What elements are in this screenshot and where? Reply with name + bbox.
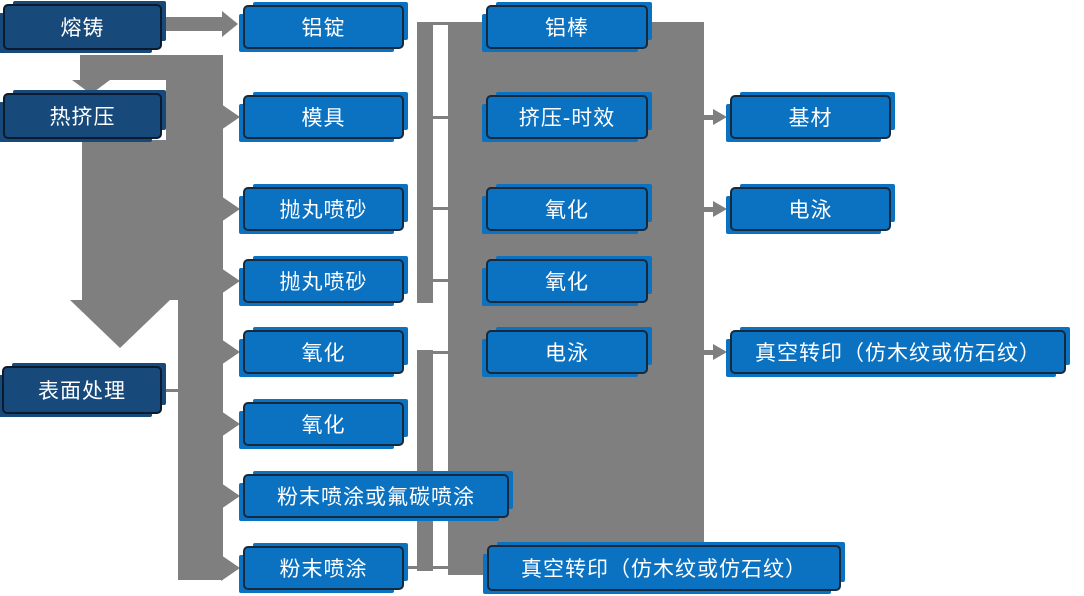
node-label: 铝锭 (301, 16, 346, 40)
tie-line-surface-treatment (162, 389, 178, 392)
arrowhead-to-hot-extrusion (72, 80, 110, 94)
node-oxidation-c2-1: 氧化 (243, 330, 404, 374)
node-label: 真空转印（仿木纹或仿石纹） (755, 341, 1041, 365)
node-electrophoresis-c4: 电泳 (730, 187, 891, 231)
node-label: 铝棒 (545, 16, 589, 40)
tie-line-row1 (433, 22, 448, 25)
node-powder-or-fluorocarbon: 粉末喷涂或氟碳喷涂 (243, 474, 509, 518)
node-oxidation-c3-1: 氧化 (486, 187, 648, 231)
arrowhead-to-oxidation-c2-1 (221, 339, 240, 365)
node-label: 粉末喷涂或氟碳喷涂 (277, 485, 475, 509)
arrowhead-to-shot-blast-1 (221, 196, 240, 222)
node-aluminum-rod: 铝棒 (486, 5, 648, 49)
node-label: 模具 (301, 106, 346, 130)
node-label: 粉末喷涂 (279, 557, 368, 581)
node-label: 电泳 (788, 198, 833, 222)
arrowhead-to-base-material (713, 109, 727, 125)
node-label: 氧化 (301, 341, 346, 365)
arrowhead-to-powder-coating (221, 555, 240, 581)
node-powder-coating: 粉末喷涂 (243, 546, 404, 590)
node-label: 真空转印（仿木纹或仿石纹） (521, 557, 807, 581)
node-vacuum-transfer-right: 真空转印（仿木纹或仿石纹） (730, 330, 1066, 374)
node-label: 熔铸 (60, 16, 105, 40)
arrowhead-to-oxidation-c2-2 (221, 411, 240, 437)
node-oxidation-c2-2: 氧化 (243, 402, 404, 446)
node-aluminum-ingot: 铝锭 (243, 5, 404, 49)
node-shot-blast-2: 抛丸喷砂 (243, 259, 404, 303)
vertical-band-left (82, 140, 166, 300)
node-shot-blast-1: 抛丸喷砂 (243, 187, 404, 231)
arrowhead-to-mold (221, 104, 240, 130)
node-mold: 模具 (243, 95, 404, 139)
arrow-shaft-to-vacuum-transfer-right (704, 350, 713, 355)
node-label: 氧化 (301, 413, 346, 437)
tie-line-row4 (433, 279, 448, 282)
node-label: 热挤压 (49, 105, 116, 129)
vertical-band-lower (178, 300, 223, 580)
tie-line-row5 (433, 351, 448, 354)
node-melting-casting: 熔铸 (3, 4, 162, 50)
arrowhead-to-vacuum-transfer-right (713, 344, 727, 360)
tie-line-row8 (405, 566, 448, 569)
arrowhead-to-surface-treatment (70, 300, 170, 348)
arrowhead-to-shot-blast-2 (221, 268, 240, 294)
arrow-band-melting-to-ingot (150, 17, 222, 31)
tie-line-row2 (433, 116, 448, 119)
strip-lower (417, 350, 433, 571)
arrowhead-to-aluminum-ingot (222, 11, 238, 37)
node-label: 电泳 (545, 341, 589, 365)
node-label: 氧化 (545, 270, 589, 294)
strip-upper (417, 22, 433, 303)
vertical-band-main (166, 55, 223, 300)
arrowhead-to-electrophoresis-c4 (713, 201, 727, 217)
tie-line-row3 (433, 207, 448, 210)
node-label: 抛丸喷砂 (279, 270, 368, 294)
node-electrophoresis-c3: 电泳 (486, 330, 648, 374)
arrow-shaft-to-base-material (704, 115, 713, 120)
node-label: 表面处理 (38, 379, 126, 403)
node-surface-treatment: 表面处理 (2, 366, 162, 414)
arrow-shaft-to-electrophoresis-c4 (704, 207, 713, 212)
node-vacuum-transfer-bottom: 真空转印（仿木纹或仿石纹） (487, 545, 841, 591)
node-extrusion-aging: 挤压-时效 (486, 95, 648, 139)
node-hot-extrusion: 热挤压 (3, 93, 162, 139)
node-label: 氧化 (545, 198, 589, 222)
node-label: 基材 (788, 106, 833, 130)
node-label: 挤压-时效 (518, 106, 616, 130)
arrowhead-to-powder-or-fluorocarbon (221, 483, 240, 509)
node-oxidation-c3-2: 氧化 (486, 259, 648, 303)
node-label: 抛丸喷砂 (279, 198, 368, 222)
node-base-material: 基材 (730, 95, 891, 139)
